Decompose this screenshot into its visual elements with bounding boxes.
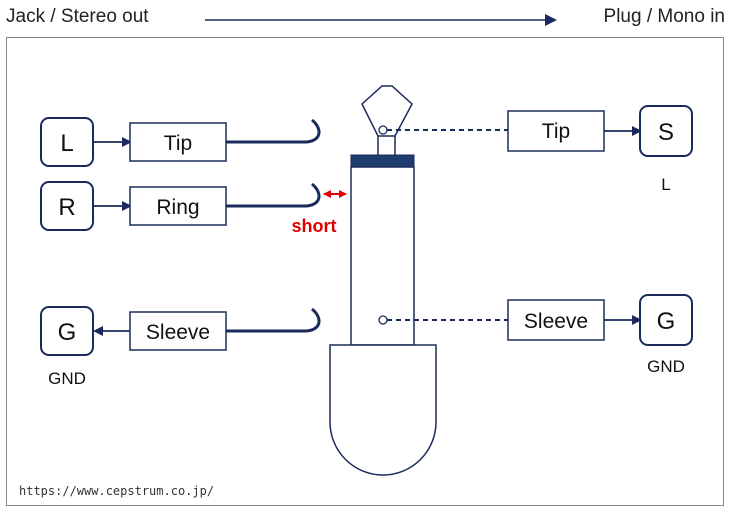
jack-tip-label: Tip xyxy=(164,132,192,155)
plug-sleeve-label: Sleeve xyxy=(524,310,588,333)
jack-node-r-label: R xyxy=(58,194,75,221)
jack-gnd-label: GND xyxy=(48,369,86,388)
plug-tip-label: Tip xyxy=(542,120,570,143)
jack-node-l-label: L xyxy=(60,130,73,157)
plug-node-s xyxy=(639,105,693,157)
jack-sleeve-wire xyxy=(226,307,321,333)
sleeve-contact-point xyxy=(378,315,388,325)
plug-handle xyxy=(329,344,437,476)
jack-sleeve-label: Sleeve xyxy=(146,321,210,344)
plug-tip-box xyxy=(507,110,605,152)
insulator-band xyxy=(350,154,415,168)
plug-body xyxy=(329,85,437,476)
plug-node-s-label: S xyxy=(658,119,674,146)
jack-tip-wire xyxy=(226,118,321,144)
jack-ring-box xyxy=(129,186,227,226)
jack-ring-label: Ring xyxy=(156,196,199,219)
jack-node-g-label: G xyxy=(58,319,77,346)
plug-node-g-label: G xyxy=(657,308,676,335)
plug-sleeve-box xyxy=(507,299,605,341)
short-label: short xyxy=(292,216,337,236)
plug-s-sublabel: L xyxy=(661,175,670,194)
header-mono-in: Plug / Mono in xyxy=(603,6,725,27)
plug-node-g xyxy=(639,294,693,346)
jack-ring-wire xyxy=(226,182,321,208)
direction-arrowhead xyxy=(545,14,557,26)
tip-contact-point xyxy=(378,125,388,135)
footer-url: https://www.cepstrum.co.jp/ xyxy=(19,484,215,498)
diagram-frame xyxy=(6,37,724,506)
header-stereo-out: Jack / Stereo out xyxy=(6,6,149,27)
plug-gnd-label: GND xyxy=(647,357,685,376)
